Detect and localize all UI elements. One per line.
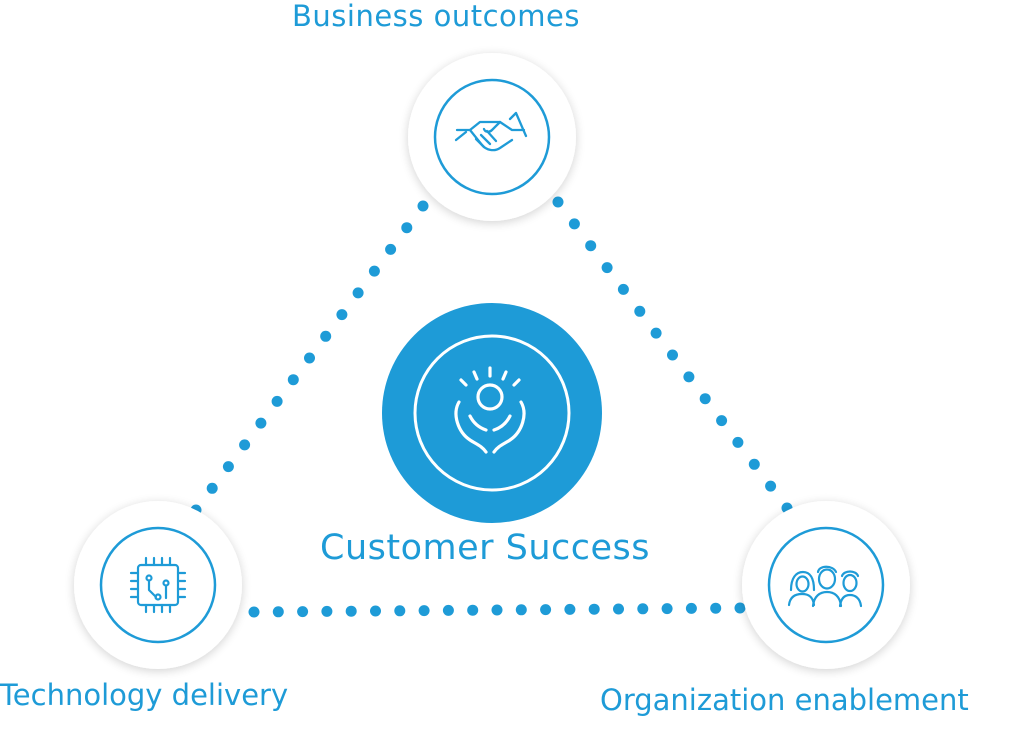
connector-top-right-dot — [716, 415, 728, 427]
connector-left-right-dot — [248, 606, 260, 618]
connector-left-right-dot — [540, 604, 552, 616]
center-node — [382, 303, 602, 523]
connector-top-left-dot — [352, 287, 364, 299]
connector-left-right-dot — [370, 605, 381, 617]
label-technology-delivery: Technology delivery — [0, 678, 289, 712]
node-ring — [433, 78, 551, 196]
node-ring — [767, 526, 885, 644]
node-technology-delivery — [74, 501, 242, 669]
connector-top-left-dot — [239, 439, 251, 451]
node-circle — [742, 501, 910, 669]
connector-left-right-dot — [685, 602, 697, 614]
connector-top-left-dot — [401, 222, 413, 234]
connector-top-right-dot — [683, 371, 695, 383]
node-organization-enablement — [742, 501, 910, 669]
connector-top-left-dot — [287, 374, 299, 386]
connector-top-right-dot — [650, 327, 662, 339]
node-business-outcomes — [408, 53, 576, 221]
connector-top-right-dot — [568, 218, 580, 230]
connector-top-right-dot — [601, 262, 613, 274]
connector-top-left-dot — [222, 461, 234, 473]
connector-top-right-dot — [552, 196, 564, 208]
connector-left-right-dot — [613, 603, 624, 615]
chip-icon — [129, 556, 187, 614]
connector-left-right-dot — [345, 605, 357, 617]
label-organization-enablement: Organization enablement — [600, 683, 969, 717]
connector-left-right-dot — [637, 603, 649, 615]
people-group-icon — [787, 565, 863, 608]
connector-left-right-dot — [515, 604, 527, 616]
connector-top-left-dot — [417, 200, 429, 212]
connector-top-left-dot — [206, 482, 218, 494]
node-ring — [99, 526, 217, 644]
connector-top-left-dot — [385, 243, 397, 255]
handshake-icon — [454, 111, 528, 152]
connector-top-right-dot — [617, 283, 629, 295]
connector-left-right-dot — [297, 606, 309, 618]
connector-top-right-dot — [667, 349, 678, 361]
connector-left-right-dot — [272, 606, 284, 618]
connector-top-right-dot — [699, 393, 711, 405]
connector-top-right-dot — [765, 480, 777, 492]
connector-left-right-dot — [321, 605, 333, 617]
connector-left-right-dot — [588, 603, 600, 615]
label-customer-success: Customer Success — [320, 528, 651, 568]
node-circle — [74, 501, 242, 669]
connector-left-right-dot — [491, 604, 503, 616]
dotted-connectors — [190, 196, 793, 618]
connector-left-right-dot — [467, 604, 479, 616]
connector-top-right-dot — [634, 305, 646, 317]
connector-left-right-dot — [394, 605, 406, 617]
label-business-outcomes: Business outcomes — [292, 0, 580, 33]
connector-top-left-dot — [255, 417, 267, 429]
connector-left-right-dot — [418, 605, 430, 617]
connector-left-right-dot — [734, 602, 746, 614]
connector-top-left-dot — [271, 395, 283, 407]
connector-left-right-dot — [564, 603, 576, 615]
connector-top-right-dot — [748, 458, 760, 470]
connector-left-right-dot — [661, 603, 673, 615]
raised-hands-icon — [454, 366, 526, 454]
connector-top-left-dot — [368, 265, 380, 277]
center-inner-ring — [413, 334, 571, 492]
connector-left-right-dot — [710, 602, 722, 614]
connector-left-right-dot — [442, 604, 454, 616]
connector-top-right-dot — [732, 436, 744, 448]
connector-top-left-dot — [336, 309, 348, 321]
connector-top-left-dot — [304, 352, 315, 364]
connector-top-left-dot — [320, 330, 332, 342]
connector-top-right-dot — [585, 240, 597, 252]
